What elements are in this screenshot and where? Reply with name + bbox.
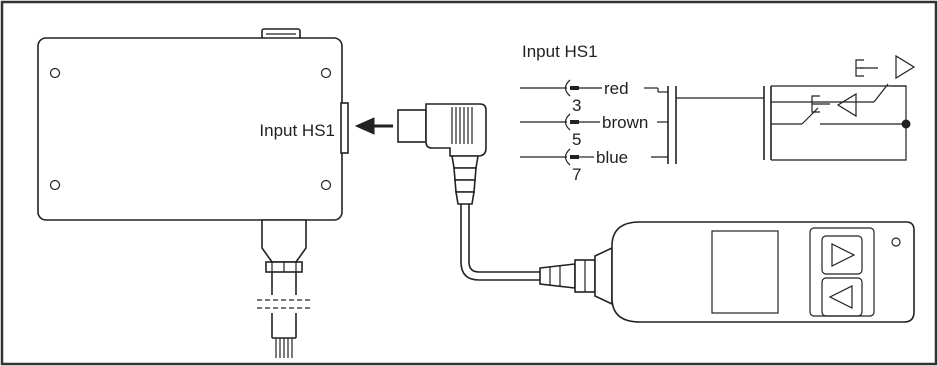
angled-plug <box>397 103 545 281</box>
wire-color-label: red <box>604 79 629 98</box>
down-arrow-icon <box>828 285 853 309</box>
wire-color-label: brown <box>602 113 648 132</box>
reverse-arrow-icon <box>836 92 857 118</box>
pendant-body <box>611 221 915 323</box>
mounting-hole <box>320 67 332 79</box>
schematic-title: Input HS1 <box>522 42 598 61</box>
plug-pin <box>397 109 427 143</box>
pin-number: 3 <box>572 96 581 115</box>
control-box: Input HS1 <box>37 28 349 358</box>
wire-color-label: blue <box>596 148 628 167</box>
down-button[interactable] <box>821 277 863 317</box>
power-cable <box>271 272 297 295</box>
pin-number: 5 <box>572 130 581 149</box>
hand-pendant <box>539 221 915 323</box>
forward-arrow-icon <box>895 54 916 80</box>
mounting-hole <box>49 179 61 191</box>
insert-arrow <box>354 117 393 135</box>
input-hs1-label: Input HS1 <box>259 121 335 140</box>
hang-hole <box>891 237 901 247</box>
cable-gland <box>261 219 307 263</box>
input-socket <box>340 102 349 154</box>
up-button[interactable] <box>821 235 863 275</box>
up-arrow-icon <box>831 243 856 267</box>
pendant-cable <box>460 204 545 281</box>
pin-number: 7 <box>572 165 581 184</box>
wire-brown: brown 5 <box>520 113 668 149</box>
wire-blue: blue 7 <box>520 148 668 184</box>
wire-red: red 3 <box>520 79 658 115</box>
wiring-schematic: Input HS1 red 3 brown 5 blue <box>520 42 916 184</box>
junction-dot <box>901 119 911 129</box>
mounting-hole <box>49 67 61 79</box>
mounting-hole <box>320 179 332 191</box>
pendant-display <box>711 230 779 314</box>
